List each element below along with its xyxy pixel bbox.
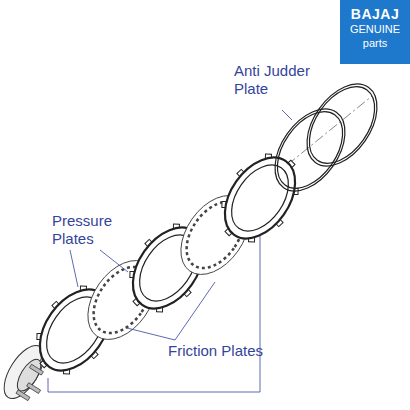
logo-badge: BAJAJGENUINE parts [340, 0, 410, 64]
leader-line [70, 250, 78, 287]
hub-stud [16, 390, 30, 401]
hub-stud [27, 383, 41, 394]
hub-stud [29, 364, 43, 375]
center-axis [8, 96, 372, 392]
part-label: Anti Judder Plate [234, 62, 314, 98]
plate-stack [0, 71, 391, 410]
brand-tagline: GENUINE parts [340, 22, 410, 50]
plate-rim [210, 145, 309, 252]
brand-name: BAJAJ [340, 6, 410, 22]
bracket-line [48, 236, 260, 392]
anti-judder-ring [293, 71, 392, 178]
part-label: Pressure Plates [52, 212, 122, 248]
leader-line [100, 250, 128, 272]
ring-inner [296, 75, 388, 175]
plate-inner [220, 154, 300, 241]
leader-line [175, 282, 215, 340]
leader-line [282, 110, 292, 120]
ring-outer [293, 71, 392, 178]
hub-boss [13, 356, 46, 395]
part-label: Friction Plates [168, 342, 298, 360]
leader-line [127, 328, 175, 340]
